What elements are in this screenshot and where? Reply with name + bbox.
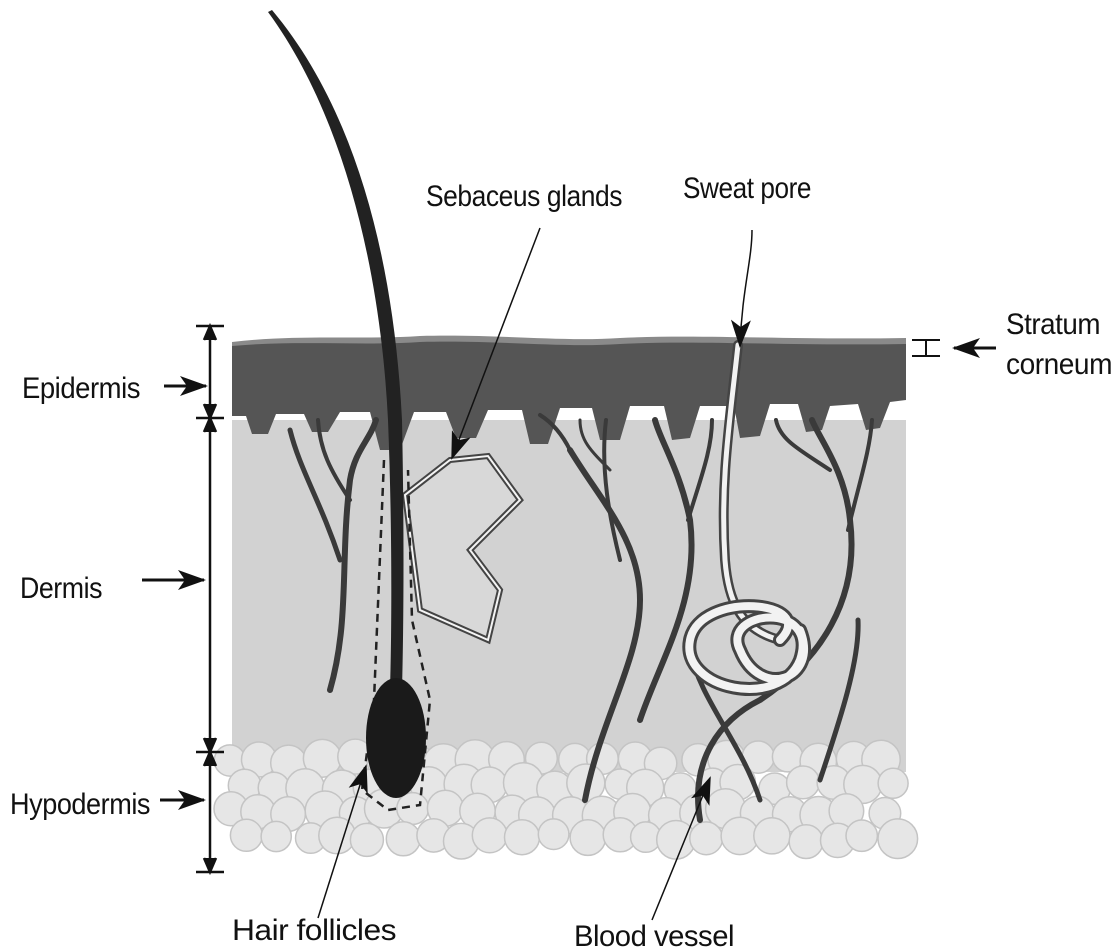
label-epidermis: Epidermis xyxy=(22,372,140,405)
fat-cell xyxy=(789,825,823,859)
fat-cell xyxy=(261,821,291,851)
fat-cell xyxy=(538,819,569,850)
fat-cell xyxy=(397,793,429,825)
fat-cell xyxy=(878,768,908,798)
fat-cell xyxy=(386,822,420,856)
fat-cell xyxy=(690,822,723,855)
fat-cell xyxy=(319,817,356,854)
fat-cell xyxy=(878,819,918,859)
label-dermis: Dermis xyxy=(20,572,102,605)
label-hypodermis: Hypodermis xyxy=(10,788,150,821)
fat-cell xyxy=(350,823,383,856)
fat-cell xyxy=(721,817,758,854)
label-sweat-pore: Sweat pore xyxy=(683,172,811,205)
label-sebaceous-glands: Sebaceus glands xyxy=(426,180,622,213)
fat-cell xyxy=(754,818,790,854)
layer-scale xyxy=(196,326,224,872)
hypodermis-fat-cells xyxy=(214,739,918,859)
label-stratum: Stratum xyxy=(1006,308,1100,341)
fat-cell xyxy=(570,820,606,856)
hair-bulb xyxy=(366,678,426,798)
label-hair-follicles: Hair follicles xyxy=(232,914,396,947)
label-corneum: corneum xyxy=(1006,348,1112,381)
fat-cell xyxy=(230,819,262,851)
fat-cell xyxy=(505,820,540,855)
sweat-pore-pointer xyxy=(740,230,752,346)
fat-cell xyxy=(846,820,877,851)
stratum-bracket xyxy=(912,340,940,356)
fat-cell xyxy=(472,818,507,853)
fat-cell xyxy=(787,766,820,799)
label-blood-vessel: Blood vessel xyxy=(574,920,734,949)
